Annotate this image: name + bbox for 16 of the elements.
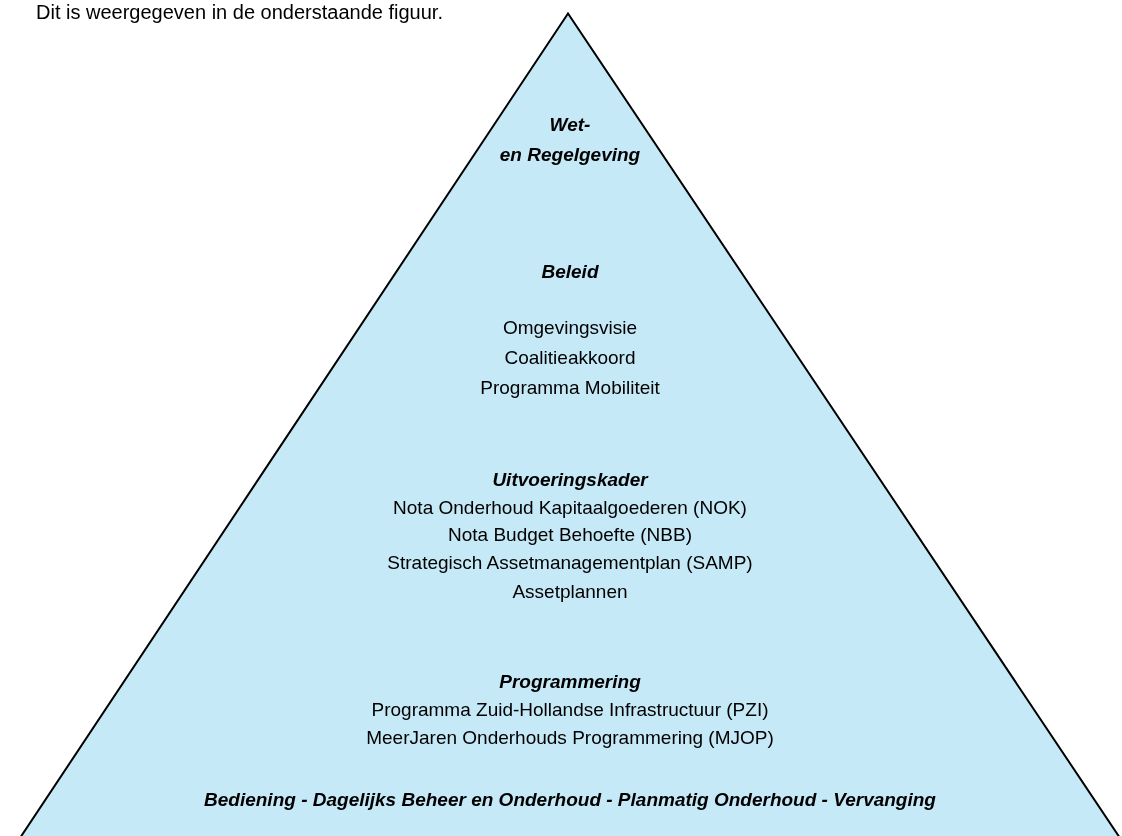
- level-item: Omgevingsvisie: [502, 316, 638, 340]
- level-item: Nota Budget Behoefte (NBB): [448, 523, 692, 547]
- level-item: Nota Onderhoud Kapitaalgoederen (NOK): [393, 496, 747, 520]
- level-heading: Bediening - Dagelijks Beheer en Onderhoud - Planmatig Onderhoud - Vervanging: [204, 788, 936, 812]
- level-item: Strategisch Assetmanagementplan (SAMP): [387, 551, 753, 575]
- intro-sentence: Dit is weergegeven in de onderstaande figuur.: [36, 0, 443, 24]
- level-item: Assetplannen: [512, 580, 628, 604]
- level-heading: Uitvoeringskader: [492, 468, 648, 492]
- level-heading: en Regelgeving: [499, 143, 641, 167]
- level-heading: Programmering: [499, 670, 641, 694]
- level-heading: Wet-: [549, 113, 591, 137]
- level-item: Programma Zuid-Hollandse Infrastructuur (PZI): [371, 698, 769, 722]
- level-item: Coalitieakkoord: [504, 346, 636, 370]
- level-item: Programma Mobiliteit: [480, 376, 660, 400]
- level-heading: Beleid: [541, 260, 599, 284]
- level-item: MeerJaren Onderhouds Programmering (MJOP): [366, 726, 774, 750]
